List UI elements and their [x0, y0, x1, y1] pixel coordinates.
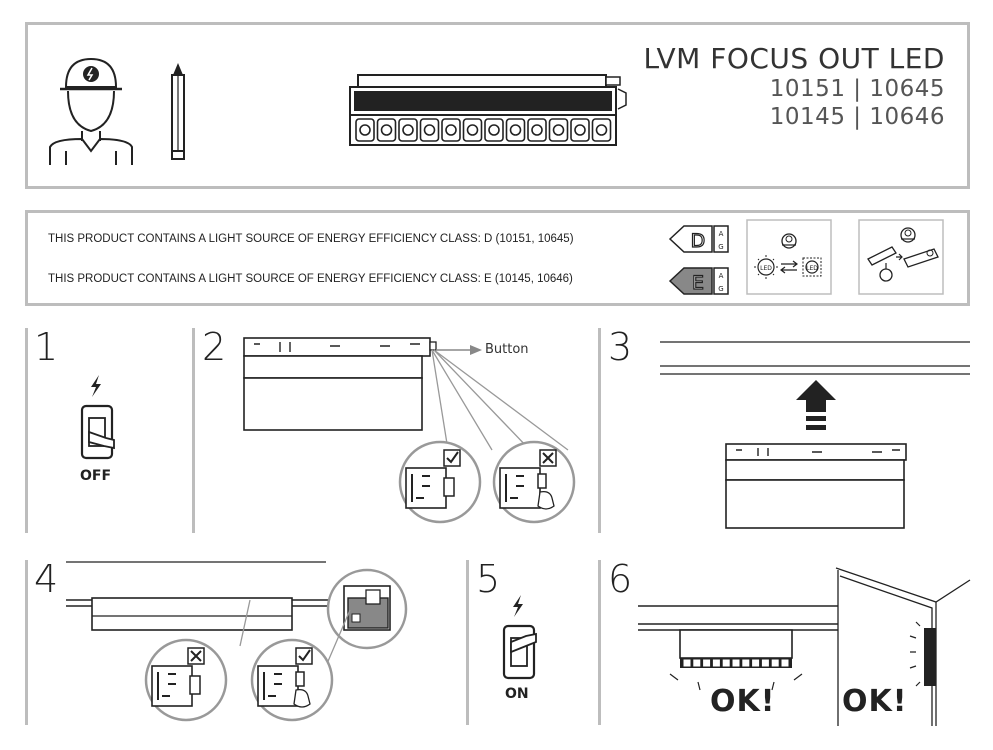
- lens-circle: [423, 124, 436, 136]
- ceiling-lens-cell: [761, 659, 769, 667]
- energy-class-d-letter: D: [691, 230, 706, 252]
- ceiling-lens-cell: [752, 659, 760, 667]
- ceiling-lens-cell: [683, 659, 691, 667]
- step-6-divider: [598, 560, 601, 725]
- scale-bottom-label: G: [718, 285, 723, 293]
- step-1-divider: [25, 328, 28, 533]
- step-1-number: 1: [34, 325, 59, 369]
- switch-on-icon: [502, 624, 537, 680]
- button-callout-label: Button: [485, 342, 529, 357]
- lightning-icon: [513, 595, 523, 617]
- luminaire-insert-view: [725, 443, 907, 529]
- ok-ceiling-label: OK!: [710, 684, 776, 719]
- step-3-divider: [598, 328, 601, 533]
- luminaire-product-image: [349, 74, 627, 146]
- lightning-icon: [91, 375, 101, 397]
- ok-wall-label: OK!: [842, 684, 908, 719]
- lens-circle: [402, 124, 414, 136]
- led-label-right: LED: [806, 265, 818, 272]
- ceiling-lens-cell: [742, 659, 750, 667]
- energy-class-e-badge: E A G: [668, 267, 729, 295]
- lens-circle: [359, 124, 371, 136]
- lock-correct-zoom: [250, 638, 334, 722]
- finger-press-icon: [537, 490, 555, 510]
- switch-off-icon: [80, 404, 115, 460]
- lens-circle: [509, 124, 522, 136]
- header-panel: LVM FOCUS OUT LED 10151 | 10645 10145 | …: [25, 22, 970, 189]
- lens-circle: [445, 124, 457, 136]
- lens-circle: [488, 124, 500, 136]
- lens-circle: [552, 124, 565, 136]
- finger-press-icon: [293, 688, 311, 708]
- lens-circle: [380, 124, 393, 136]
- button-wrong-zoom: [492, 440, 576, 524]
- ceiling-lens-cell: [771, 659, 779, 667]
- switch-off-label: OFF: [80, 468, 112, 484]
- lens-circle: [466, 124, 479, 136]
- lens-circle: [574, 124, 586, 136]
- checkmark-icon: [446, 451, 459, 464]
- ceiling-lens-cell: [693, 659, 701, 667]
- button-correct-zoom: [398, 440, 482, 524]
- lock-icon: [351, 613, 361, 623]
- zoom-leader-lines-4: [239, 599, 351, 667]
- step-4-divider: [25, 560, 28, 725]
- track-rail-view: [660, 341, 970, 375]
- ceiling-lens-cell: [781, 659, 789, 667]
- energy-class-e-text: THIS PRODUCT CONTAINS A LIGHT SOURCE OF …: [48, 273, 573, 285]
- scale-bottom-label: G: [718, 243, 723, 251]
- installer-person-icon: [49, 57, 133, 165]
- checkmark-icon: [298, 649, 311, 662]
- pencil-icon: [171, 63, 185, 160]
- ceiling-lens-cell: [703, 659, 711, 667]
- lens-circle: [595, 124, 608, 136]
- wall-corner-view: [835, 567, 971, 726]
- energy-class-e-letter: E: [692, 272, 704, 294]
- lens-circle: [531, 124, 543, 136]
- product-codes-line-2: 10145 | 10646: [769, 104, 945, 130]
- step-5-divider: [466, 560, 469, 725]
- step-2-divider: [192, 328, 195, 533]
- energy-class-d-badge: D A G: [668, 225, 729, 253]
- push-up-arrow: [796, 380, 836, 430]
- energy-label-panel: THIS PRODUCT CONTAINS A LIGHT SOURCE OF …: [25, 210, 970, 306]
- driver-replaceable-icon: [858, 219, 944, 295]
- led-replaceable-icon: LED LED: [746, 219, 832, 295]
- step-4-number: 4: [34, 557, 59, 601]
- cross-icon: [190, 650, 202, 662]
- cross-icon: [542, 452, 554, 464]
- track-rail-installed: [66, 561, 396, 631]
- energy-class-d-text: THIS PRODUCT CONTAINS A LIGHT SOURCE OF …: [48, 233, 574, 245]
- zoom-leader-lines: [431, 349, 569, 451]
- ceiling-lens-cell: [732, 659, 740, 667]
- ceiling-lens-cell: [722, 659, 730, 667]
- product-name: LVM FOCUS OUT LED: [643, 42, 945, 75]
- step-3-number: 3: [608, 325, 633, 369]
- button-arrow: [436, 345, 482, 355]
- ceiling-mount-view: [638, 605, 838, 691]
- scale-top-label: A: [719, 230, 724, 238]
- product-codes-line-1: 10151 | 10645: [769, 76, 945, 102]
- led-label-left: LED: [760, 265, 772, 272]
- ceiling-lens-cell: [712, 659, 720, 667]
- lock-wrong-zoom: [144, 638, 228, 722]
- product-title-block: LVM FOCUS OUT LED 10151 | 10645 10145 | …: [644, 43, 946, 131]
- step-5-number: 5: [476, 557, 501, 601]
- scale-top-label: A: [719, 272, 724, 280]
- luminaire-side-view: [243, 337, 437, 431]
- lock-zoom: [326, 568, 408, 650]
- step-6-number: 6: [608, 557, 633, 601]
- step-2-number: 2: [202, 325, 227, 369]
- switch-on-label: ON: [505, 686, 529, 702]
